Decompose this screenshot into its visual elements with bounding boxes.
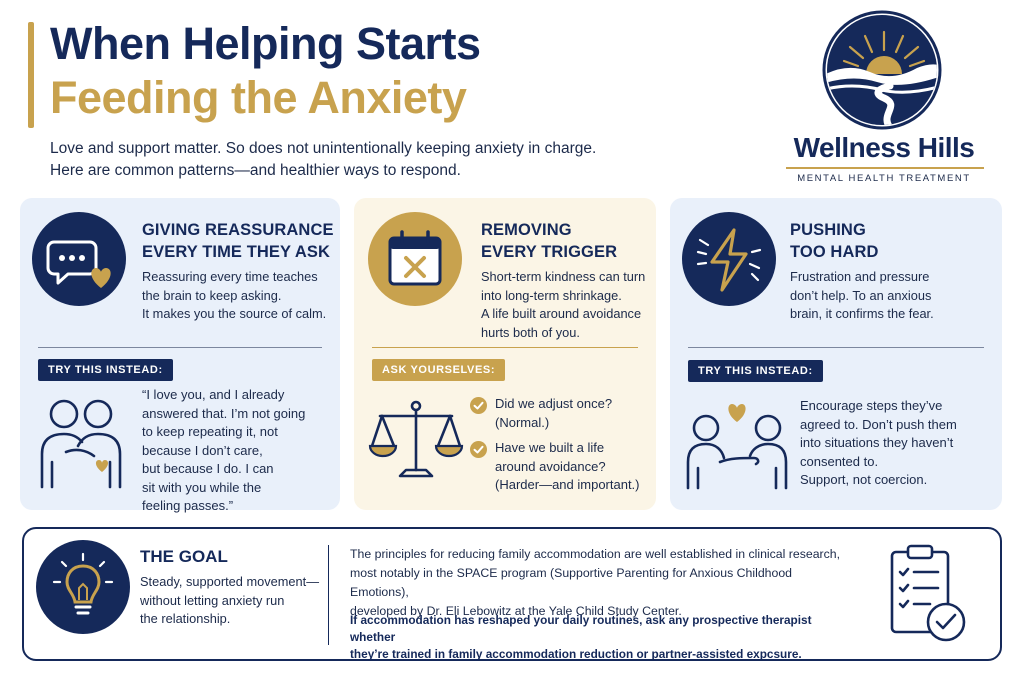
goal-title: THE GOAL (140, 547, 228, 566)
try-this-tag: TRY THIS INSTEAD: (688, 360, 823, 382)
goal-divider (328, 545, 329, 645)
quote-line: to keep repeating it, not (142, 424, 278, 439)
sun-hills-river-logo (822, 10, 942, 130)
card-title: PUSHING TOO HARD (790, 219, 879, 263)
calendar-x-icon (368, 212, 462, 306)
body-line: consented to. (800, 453, 879, 469)
card-description: Short-term kindness can turn into long-t… (481, 268, 645, 342)
card-divider (688, 347, 984, 348)
card-title-line: EVERY TRIGGER (481, 243, 618, 261)
text-line: the brain to keep asking. (142, 287, 282, 303)
quote-line: sit with you while the (142, 479, 262, 495)
para-line: most notably in the SPACE program (Suppo… (350, 566, 793, 599)
quote-line: feeling passes.” (142, 498, 234, 513)
goal-paragraph: The principles for reducing family accom… (350, 545, 850, 621)
lightning-bolt-icon (682, 212, 776, 306)
page-title-line2: Feeding the Anxiety (50, 72, 467, 123)
callout-line: If accommodation has reshaped your daily… (350, 613, 812, 644)
callout-line: they’re trained in family accommodation … (350, 647, 802, 661)
card-divider (38, 347, 322, 348)
two-people-hug-icon (36, 392, 126, 492)
subtitle-line: Love and support matter. So does not uni… (50, 140, 597, 157)
card-title: REMOVING EVERY TRIGGER (481, 219, 617, 263)
brand-divider (786, 167, 984, 169)
balance-scale-icon (368, 398, 464, 480)
brand-name: Wellness Hills (793, 132, 975, 163)
title-accent-bar (28, 22, 34, 128)
text-line: It makes you the source of calm. (142, 306, 327, 321)
card-title: GIVING REASSURANCE EVERY TIME THEY ASK (142, 219, 334, 263)
supporting-people-icon (684, 392, 790, 492)
check-item: Did we adjust once? (Normal.) (495, 395, 612, 432)
text-line: Reassuring every time teaches (142, 269, 318, 284)
quote-line: “I love you, and I already (142, 387, 285, 402)
card-description: Frustration and pressure don’t help. To … (790, 268, 934, 324)
ask-yourselves-tag: ASK YOURSELVES: (372, 359, 506, 381)
card-title-line: REMOVING (481, 221, 572, 239)
goal-line: without letting anxiety run (140, 592, 285, 608)
check-item: Have we built a life around avoidance? (… (495, 439, 640, 495)
card-description: Reassuring every time teaches the brain … (142, 268, 326, 324)
subtitle-line: Here are common patterns—and healthier w… (50, 162, 461, 179)
text-line: A life built around avoidance (481, 306, 642, 321)
check-line: around avoidance? (495, 458, 606, 474)
brand-tagline: MENTAL HEALTH TREATMENT (797, 173, 971, 184)
goal-line: Steady, supported movement— (140, 574, 320, 589)
check-line: Have we built a life (495, 440, 605, 455)
check-icon (470, 397, 487, 414)
goal-callout: If accommodation has reshaped your daily… (350, 612, 860, 663)
card-title-line: GIVING REASSURANCE (142, 221, 334, 239)
card-divider (372, 347, 638, 348)
text-line: brain, it confirms the fear. (790, 306, 934, 321)
card-body-text: Encourage steps they’ve agreed to. Don’t… (800, 397, 957, 490)
text-line: Frustration and pressure (790, 269, 930, 284)
para-line: developed by Dr. Eli Lebowitz at the Yal… (350, 604, 682, 618)
check-line: Did we adjust once? (495, 396, 613, 411)
text-line: don’t help. To an anxious (790, 287, 932, 303)
check-line: (Normal.) (495, 414, 550, 430)
text-line: hurts both of you. (481, 324, 580, 340)
body-line: Encourage steps they’ve (800, 398, 943, 413)
quote-line: answered that. I’m not going (142, 405, 306, 421)
try-this-tag: TRY THIS INSTEAD: (38, 359, 173, 381)
goal-text: Steady, supported movement— without lett… (140, 573, 320, 629)
page-subtitle: Love and support matter. So does not uni… (50, 138, 690, 182)
page-title-line1: When Helping Starts (50, 18, 481, 69)
goal-panel (22, 527, 1002, 661)
card-title-line: EVERY TIME THEY ASK (142, 243, 331, 261)
body-line: into situations they haven’t (800, 435, 954, 450)
para-line: The principles for reducing family accom… (350, 547, 841, 561)
chat-bubble-heart-icon (32, 212, 126, 306)
clipboard-checklist-icon (888, 542, 972, 646)
quote-line: because I don’t care, (142, 442, 263, 458)
text-line: Short-term kindness can turn (481, 269, 646, 284)
card-title-line: PUSHING (790, 221, 866, 239)
body-line: agreed to. Don’t push them (800, 416, 957, 432)
check-icon (470, 441, 487, 458)
card-title-line: TOO HARD (790, 243, 879, 261)
lightbulb-icon (36, 540, 130, 634)
quote-line: but because I do. I can (142, 461, 274, 476)
goal-line: the relationship. (140, 611, 231, 626)
body-line: Support, not coercion. (800, 472, 928, 487)
quote-text: “I love you, and I already answered that… (142, 386, 305, 516)
check-line: (Harder—and important.) (495, 477, 640, 492)
text-line: into long-term shrinkage. (481, 287, 622, 303)
